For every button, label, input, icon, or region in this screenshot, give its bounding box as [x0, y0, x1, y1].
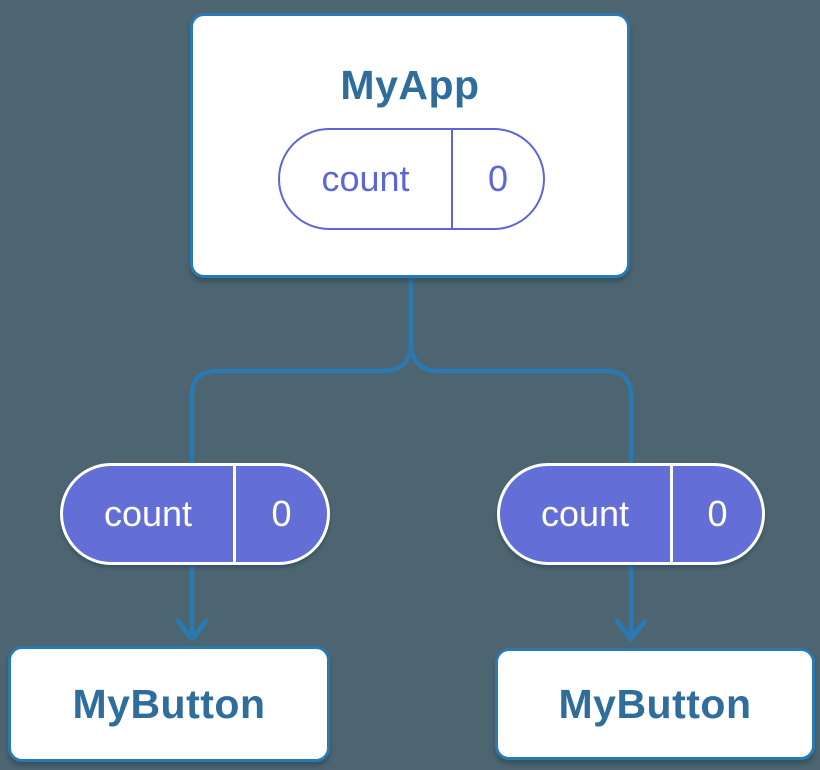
connector-root-to-right-child [408, 276, 634, 634]
right-prop-label: count [500, 466, 673, 562]
root-component-card: MyApp count 0 [190, 13, 630, 278]
left-child-component-card: MyButton [8, 646, 330, 762]
connector-root-to-left-child [189, 276, 414, 634]
arrowhead-right-icon [614, 618, 648, 642]
left-prop-pill: count 0 [60, 463, 330, 565]
right-prop-pill: count 0 [497, 463, 765, 565]
right-prop-value: 0 [707, 493, 728, 534]
left-child-component-title: MyButton [72, 680, 266, 727]
arrowhead-left-icon [175, 618, 209, 642]
left-prop-value: 0 [271, 493, 292, 534]
root-state-pill: count 0 [278, 128, 545, 230]
right-child-component-title: MyButton [558, 680, 752, 727]
root-state-value: 0 [487, 158, 509, 199]
root-component-title: MyApp [340, 62, 480, 108]
left-prop-label: count [63, 466, 236, 562]
root-state-label: count [280, 130, 453, 228]
right-child-component-card: MyButton [495, 648, 815, 760]
